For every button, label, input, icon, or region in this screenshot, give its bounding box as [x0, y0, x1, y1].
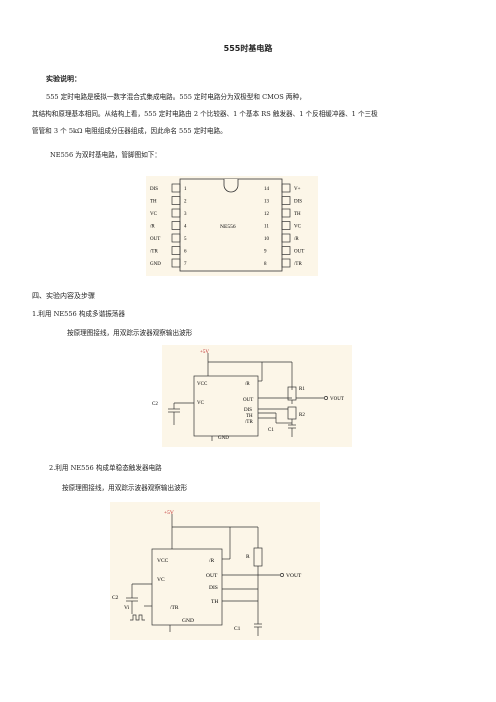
pin-box	[171, 233, 181, 243]
pin-number: 8	[264, 262, 267, 267]
pin-name: VC	[150, 212, 158, 217]
pin-box	[281, 208, 291, 218]
pin-vc-label: VC	[157, 577, 165, 583]
pin-r-label: /R	[245, 382, 250, 387]
vout-label: VOUT	[330, 397, 344, 402]
paragraph-line: 其结构和原理基本相同。从结构上看，555 定时电路由 2 个比较器、1 个基本 …	[32, 110, 378, 118]
pin-number: 1	[184, 187, 187, 192]
pin-name: DIS	[150, 187, 158, 192]
pin-number: 6	[184, 250, 187, 255]
pin-out-label: OUT	[243, 398, 253, 403]
pin-name: /TR	[294, 262, 302, 267]
pin-number: 7	[184, 262, 187, 267]
pin-name: /R	[150, 225, 155, 230]
step-2-desc: 按原理图接线，用双踪示波器观察输出波形	[62, 484, 188, 492]
chip-notch	[223, 179, 239, 193]
pin-number: 11	[264, 225, 269, 230]
pin-out-label: OUT	[206, 573, 218, 579]
pin-name: OUT	[150, 237, 160, 242]
page-title: 555时基电路	[223, 44, 273, 53]
pin-box	[281, 233, 291, 243]
resistor-r1-label: R1	[299, 387, 305, 392]
pin-number: 14	[264, 187, 270, 192]
pin-name: /TR	[150, 250, 158, 255]
pin-box	[171, 221, 181, 230]
pin-box	[171, 183, 181, 193]
step-2-title: 2.利用 NE556 构成单稳态触发器电路	[49, 464, 162, 472]
pin-dis-label: DIS	[209, 585, 218, 591]
step-1-title: 1.利用 NE556 构成多谐振荡器	[32, 310, 125, 318]
pin-name: OUT	[294, 250, 304, 255]
resistor-r2	[287, 406, 297, 420]
paragraph-line: NE556 为双时基电路，管脚图如下：	[50, 151, 161, 159]
paragraph-line: 555 定时电路是模拟一数字混合式集成电路。555 定时电路分为双极型和 CMO…	[46, 93, 306, 101]
pin-box	[171, 208, 181, 218]
astable-circuit-diagram: +5V VCC /R VC OUT DIS TH /TR GND R1 R2 C…	[152, 345, 352, 447]
pin-box	[281, 183, 291, 193]
pin-th-label: TH	[211, 599, 218, 605]
capacitor-c2-label: C2	[152, 402, 158, 407]
chip-label: NE556	[220, 224, 236, 230]
pin-number: 13	[264, 200, 270, 205]
pin-gnd-label: GND	[218, 436, 229, 441]
pin-box	[281, 221, 291, 230]
pin-name: DIS	[294, 200, 302, 205]
monostable-circuit-diagram: +5V VCC /R VC OUT DIS TH /TR GND R C1 C2…	[110, 502, 320, 640]
pin-box	[281, 258, 291, 268]
pin-number: 2	[184, 200, 187, 205]
pin-name: V+	[294, 187, 301, 192]
pin-r-label: /R	[209, 558, 215, 564]
pin-gnd-label: GND	[182, 618, 194, 624]
resistor-r-label: R	[246, 554, 250, 560]
trigger-pulse-icon	[130, 614, 145, 621]
pin-box	[281, 246, 291, 255]
pin-number: 4	[184, 225, 187, 230]
pin-box	[171, 196, 181, 205]
pin-name: VC	[294, 225, 302, 230]
pin-name: GND	[150, 262, 161, 267]
pin-box	[281, 196, 291, 205]
vi-label: Vi	[124, 605, 130, 611]
pin-number: 9	[264, 250, 267, 255]
capacitor-c1-label: C1	[234, 626, 241, 632]
pin-vc-label: VC	[197, 401, 205, 406]
pin-number: 3	[184, 212, 187, 217]
section-heading-experiment-note: 实验说明：	[46, 75, 81, 83]
pin-vcc-label: VCC	[197, 382, 208, 387]
pin-number: 12	[264, 212, 270, 217]
pin-number: 10	[264, 237, 270, 242]
pin-box	[171, 246, 181, 255]
pin-number: 5	[184, 237, 187, 242]
pin-th-label: TH	[246, 414, 253, 419]
pin-dis-label: DIS	[244, 408, 252, 413]
resistor-r	[253, 547, 263, 567]
pin-name: TH	[294, 212, 301, 217]
pin-box	[171, 258, 181, 268]
resistor-r2-label: R2	[299, 413, 305, 418]
pin-vcc-label: VCC	[157, 558, 169, 564]
paragraph-line: 管管和 3 个 5kΩ 电阻组成分压器组成，因此命名 555 定时电路。	[32, 127, 227, 135]
pin-name: TH	[150, 200, 157, 205]
capacitor-c2-label: C2	[112, 595, 119, 601]
pin-name: /R	[294, 237, 299, 242]
step-1-desc: 按原理图接线，用双踪示波器观察输出波形	[67, 329, 193, 337]
pin-tr-label: /TR	[245, 420, 253, 425]
capacitor-c1-label: C1	[268, 428, 274, 433]
supply-label: +5V	[164, 510, 174, 516]
vout-label: VOUT	[286, 573, 302, 579]
pin-tr-label: /TR	[170, 605, 179, 611]
supply-label: +5V	[200, 350, 209, 355]
section-heading-steps: 四、实验内容及步骤	[32, 292, 95, 300]
